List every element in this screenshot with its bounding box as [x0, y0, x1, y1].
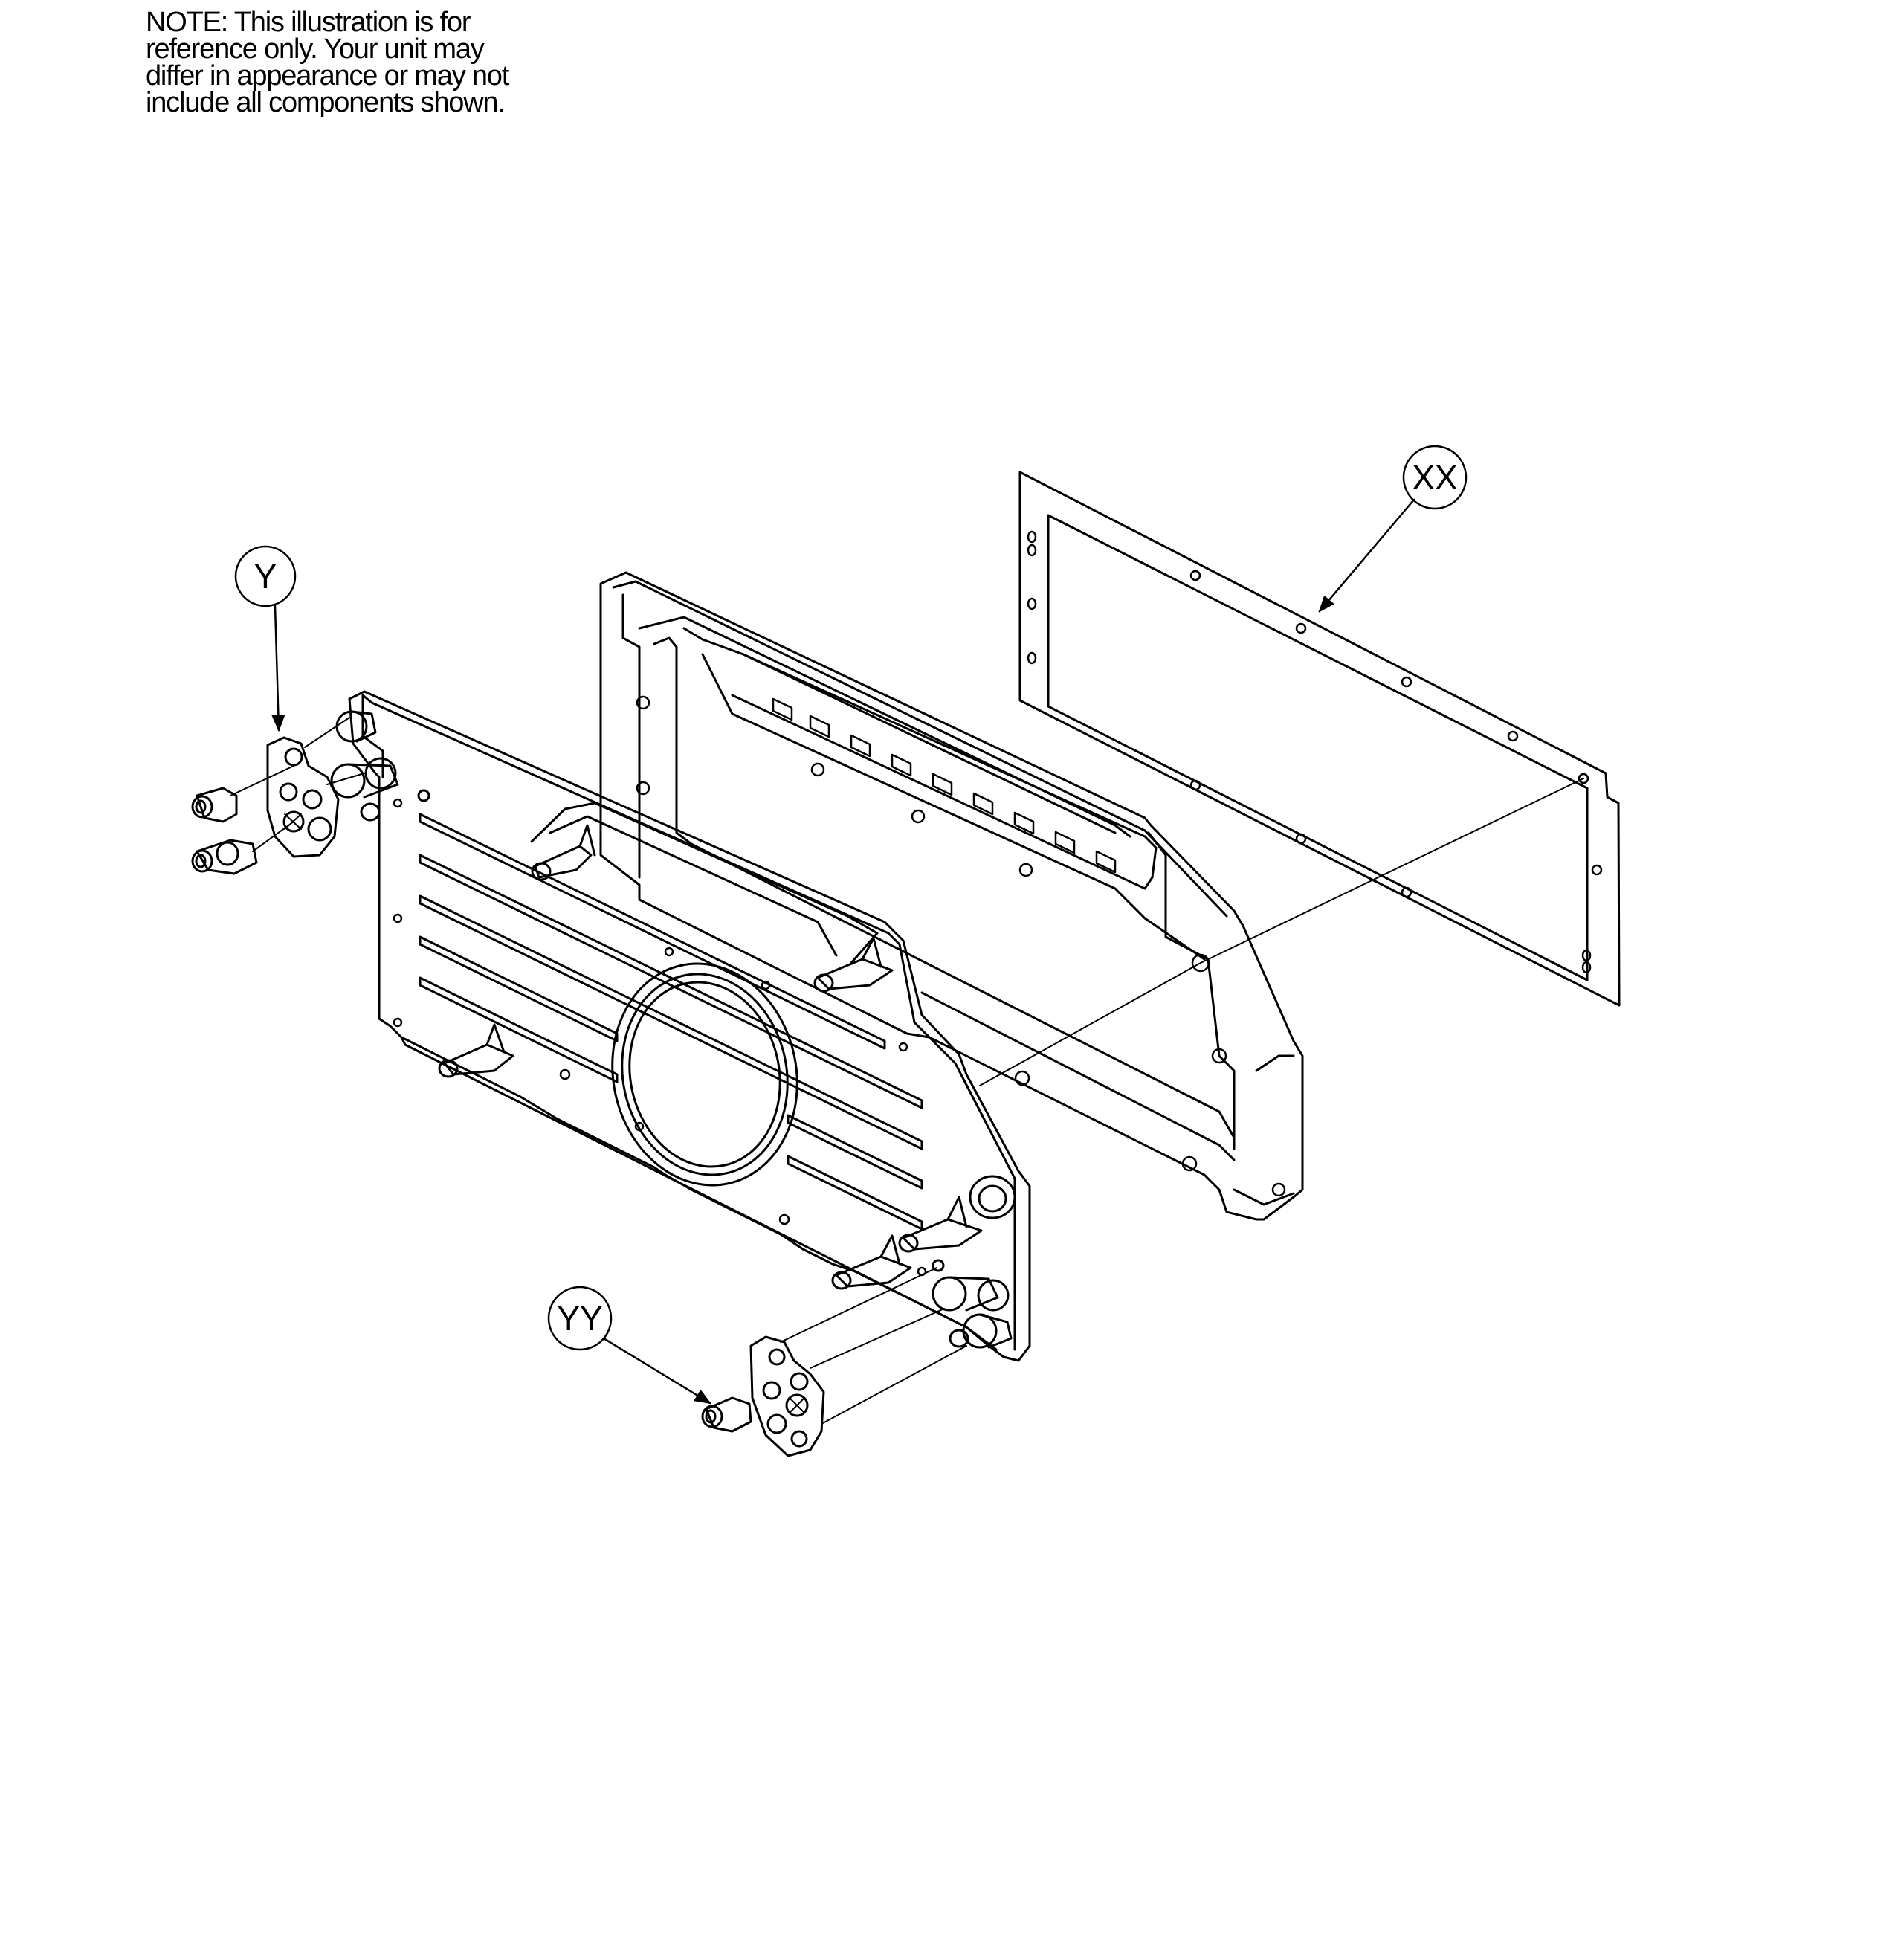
front-plate	[330, 690, 1031, 1362]
note-line-1: NOTE: This illustration is for	[146, 7, 471, 38]
note-line-4: include all components shown.	[146, 87, 506, 118]
rear-frame-right-flange	[1255, 1054, 1295, 1072]
front-plate-bottom-lip	[400, 1036, 998, 1351]
plate-right-port	[969, 1175, 1016, 1219]
plate-holes	[393, 798, 927, 1277]
callout-yy-circle	[547, 1286, 613, 1351]
plate-oval-port-ring	[621, 973, 789, 1176]
upper-left-fitting-plate	[266, 736, 340, 858]
lower-fitting-plate-outline	[749, 1335, 825, 1457]
upper-fitting-plate-outline	[266, 736, 340, 858]
rear-frame-corner-lower	[1233, 1188, 1295, 1206]
inner-duct-upper	[682, 627, 1117, 834]
alignment-lines	[979, 778, 1584, 1086]
plate-ribs	[419, 813, 923, 1231]
nozzle-upper-left	[531, 824, 596, 881]
inner-duct-lower	[701, 653, 1206, 961]
gasket-outer-edge	[1018, 471, 1621, 1007]
callout-yy-arrow	[602, 1337, 711, 1405]
rear-frame-inner-left	[653, 636, 693, 845]
rear-frame-housing	[599, 571, 1304, 1221]
callout-xx: XX	[1318, 445, 1468, 613]
center-boss-outline	[530, 802, 879, 964]
front-plate-right-rim	[887, 932, 1016, 1351]
rear-frame-left-wall	[621, 593, 641, 879]
nozzle-lower-left	[831, 1234, 912, 1290]
upper-fitting-leader-lines	[230, 717, 365, 852]
rear-frame-right-wall	[1207, 958, 1236, 1150]
rear-frame-outer	[599, 571, 1304, 1221]
lower-right-fitting-plate	[749, 1335, 825, 1457]
callout-xx-label: XX	[1412, 458, 1457, 497]
nozzle-upper-right	[813, 937, 894, 993]
note-line-2: reference only. Your unit may	[146, 33, 485, 65]
upper-fitting-plugs	[191, 787, 258, 875]
plate-oval-port-inner	[628, 981, 781, 1168]
lower-fitting-leader-lines	[780, 1267, 967, 1425]
inner-duct-face	[731, 653, 1158, 890]
gasket-bolt-holes	[1027, 530, 1603, 974]
callout-xx-arrow	[1318, 498, 1415, 613]
lower-fitting-bosses	[932, 1259, 1013, 1349]
rear-frame-bottom-lip	[920, 991, 1236, 1161]
note-line-3: differ in appearance or may not	[146, 60, 509, 91]
reference-note: NOTE: This illustration is for reference…	[146, 7, 621, 118]
callout-y: Y	[234, 545, 297, 732]
rear-frame-top-rim	[612, 580, 1228, 918]
front-plate-outline	[348, 690, 1031, 1362]
spray-nozzles	[438, 824, 983, 1290]
plate-right-port-inner	[978, 1184, 1007, 1213]
nozzle-lower-right	[898, 1196, 983, 1253]
callout-y-arrow	[271, 605, 285, 732]
upper-fitting-bosses	[330, 710, 430, 822]
callout-y-label: Y	[254, 557, 277, 596]
gasket	[1018, 471, 1621, 1007]
callout-xx-circle	[1402, 445, 1468, 510]
callout-yy-label: YY	[557, 1299, 602, 1338]
callout-y-circle	[234, 545, 297, 607]
nozzle-middle-left	[438, 1023, 514, 1078]
rear-frame-inner-bottom	[690, 842, 1236, 1139]
frame-mounting-bosses	[636, 695, 1286, 1197]
vent-slots	[772, 697, 1117, 874]
plate-oval-port-outer	[611, 962, 798, 1187]
callout-yy: YY	[547, 1286, 711, 1405]
rear-frame-inner-top	[638, 616, 1131, 838]
center-boss-inner	[549, 815, 838, 957]
gasket-inner-edge	[1047, 514, 1589, 981]
lower-fitting-plug	[701, 1396, 752, 1433]
